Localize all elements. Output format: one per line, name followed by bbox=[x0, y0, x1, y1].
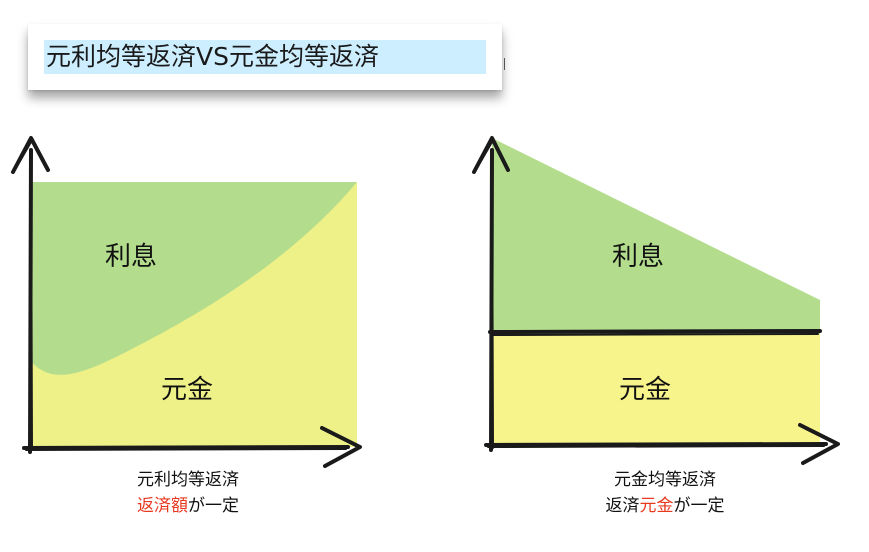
right-interest-area bbox=[492, 138, 820, 334]
left-caption-highlight: 返済額 bbox=[137, 496, 188, 516]
right-caption-line2: 返済元金が一定 bbox=[585, 493, 745, 519]
right-divider-line bbox=[488, 329, 822, 336]
right-principal-area bbox=[492, 334, 820, 444]
left-interest-label: 利息 bbox=[105, 242, 158, 272]
text-cursor bbox=[504, 58, 505, 70]
right-caption: 元金均等返済 返済元金が一定 bbox=[585, 467, 745, 519]
page-title: 元利均等返済VS元金均等返済 bbox=[46, 42, 379, 71]
right-caption-highlight: 元金 bbox=[639, 496, 674, 516]
right-axes bbox=[472, 136, 840, 465]
right-caption-line1: 元金均等返済 bbox=[614, 470, 716, 490]
left-principal-label: 元金 bbox=[161, 375, 214, 405]
right-interest-label: 利息 bbox=[612, 242, 665, 272]
left-interest-area bbox=[30, 182, 357, 375]
title-highlight bbox=[44, 40, 486, 74]
right-principal-label: 元金 bbox=[619, 375, 672, 405]
title-card: 元利均等返済VS元金均等返済 bbox=[28, 24, 505, 90]
left-caption-rest: が一定 bbox=[188, 496, 239, 516]
right-caption-prefix: 返済 bbox=[605, 496, 640, 516]
left-axes bbox=[11, 136, 362, 468]
left-caption-line1: 元利均等返済 bbox=[137, 470, 239, 490]
right-caption-rest: が一定 bbox=[673, 496, 725, 516]
left-caption-line2: 返済額が一定 bbox=[118, 493, 258, 519]
left-caption: 元利均等返済 返済額が一定 bbox=[118, 467, 258, 519]
